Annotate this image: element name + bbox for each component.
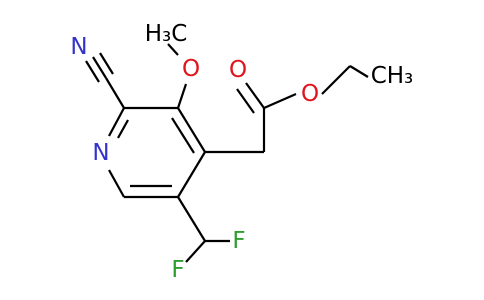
methoxy-oxygen-label: O [182, 56, 200, 82]
fluorine-2-label: F [171, 257, 184, 283]
bond-chf2-f2 [185, 240, 206, 263]
bond-carbonyl-double-1 [245, 82, 265, 109]
bond-ch2-ch3 [349, 65, 369, 78]
bond-c6-n1 [108, 169, 125, 198]
bond-carbonyl-ester-o [263, 92, 297, 110]
bond-carbonyl-double-2 [236, 88, 255, 114]
ethyl-methyl-label: CH₃ [371, 63, 414, 89]
bond-n1-c2 [108, 107, 125, 137]
bond-c3-c4 [177, 107, 206, 153]
bond-c5-chf2 [177, 196, 206, 242]
fluorine-1-label: F [232, 228, 245, 254]
bond-methoxy-o-ch3 [167, 43, 179, 56]
bond-c3-c4-inner [171, 117, 195, 154]
ring-nitrogen-label: N [92, 140, 109, 166]
nitrile-nitrogen-label: N [70, 34, 87, 60]
bond-c2-cn-carbon [105, 77, 125, 109]
bond-nitrile-triple-3 [99, 52, 114, 75]
bond-c3-methoxy-o [176, 83, 188, 109]
ester-oxygen-label: O [301, 81, 319, 107]
methoxy-methyl-label: H₃C [145, 21, 188, 47]
bond-ester-o-ch2 [321, 65, 351, 95]
bond-nitrile-triple-1 [92, 56, 107, 79]
bond-c4-c5 [177, 151, 206, 198]
carbonyl-oxygen-label: O [229, 57, 247, 83]
bond-n1-c2-inner [117, 119, 129, 139]
bond-nitrile-triple-2 [85, 60, 100, 83]
